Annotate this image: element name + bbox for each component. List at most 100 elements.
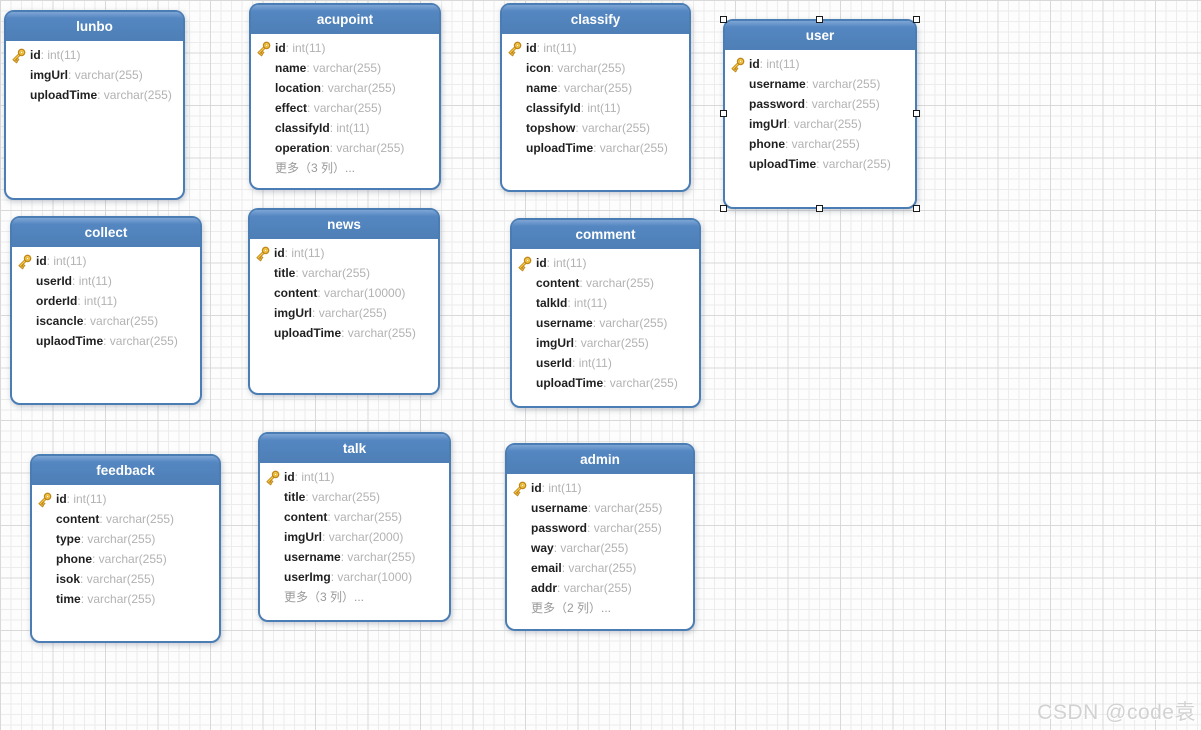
table-field-row[interactable]: uploadTimevarchar(255) — [536, 373, 693, 393]
table-field-row[interactable]: idint(11) — [518, 253, 693, 273]
table-header[interactable]: collect — [12, 218, 200, 247]
field-type: varchar(255) — [588, 501, 663, 515]
table-field-row[interactable]: typevarchar(255) — [56, 529, 213, 549]
table-field-row[interactable]: idint(11) — [508, 38, 683, 58]
table-field-row[interactable]: uploadTimevarchar(255) — [274, 323, 432, 343]
field-name: type — [56, 532, 81, 546]
field-type: varchar(255) — [816, 157, 891, 171]
table-field-row[interactable]: imgUrlvarchar(255) — [274, 303, 432, 323]
table-header[interactable]: admin — [507, 445, 693, 474]
table-field-row[interactable]: idint(11) — [18, 251, 194, 271]
table-field-row[interactable]: contentvarchar(10000) — [274, 283, 432, 303]
table-field-row[interactable]: operationvarchar(255) — [275, 138, 433, 158]
table-field-row[interactable]: classifyIdint(11) — [526, 98, 683, 118]
table-field-row[interactable]: phonevarchar(255) — [56, 549, 213, 569]
table-collect[interactable]: collect idint(11) userIdint(11) orderIdi… — [10, 216, 202, 405]
table-field-row[interactable]: namevarchar(255) — [275, 58, 433, 78]
field-name: userId — [536, 356, 573, 370]
table-field-row[interactable]: contentvarchar(255) — [536, 273, 693, 293]
table-field-row[interactable]: emailvarchar(255) — [531, 558, 687, 578]
table-admin[interactable]: admin idint(11) usernamevarchar(255) pas… — [505, 443, 695, 631]
table-header[interactable]: classify — [502, 5, 689, 34]
table-field-row[interactable]: idint(11) — [256, 243, 432, 263]
table-header[interactable]: news — [250, 210, 438, 239]
table-field-row[interactable]: imgUrlvarchar(255) — [749, 114, 909, 134]
table-field-row[interactable]: idint(11) — [257, 38, 433, 58]
field-type: int(11) — [67, 492, 107, 506]
table-field-row[interactable]: isokvarchar(255) — [56, 569, 213, 589]
table-field-row[interactable]: topshowvarchar(255) — [526, 118, 683, 138]
table-field-row[interactable]: usernamevarchar(255) — [749, 74, 909, 94]
table-field-row[interactable]: passwordvarchar(255) — [531, 518, 687, 538]
table-field-row[interactable]: userIdint(11) — [36, 271, 194, 291]
table-header[interactable]: comment — [512, 220, 699, 249]
field-name: effect — [275, 101, 308, 115]
table-field-row[interactable]: uplaodTimevarchar(255) — [36, 331, 194, 351]
table-feedback[interactable]: feedback idint(11) contentvarchar(255) t… — [30, 454, 221, 643]
table-header[interactable]: feedback — [32, 456, 219, 485]
table-field-row[interactable]: uploadTimevarchar(255) — [526, 138, 683, 158]
table-header[interactable]: user — [725, 21, 915, 50]
table-field-row[interactable]: idint(11) — [12, 45, 177, 65]
table-comment[interactable]: comment idint(11) contentvarchar(255) ta… — [510, 218, 701, 408]
table-field-row[interactable]: imgUrlvarchar(255) — [536, 333, 693, 353]
selection-handle-nw[interactable] — [720, 16, 727, 23]
selection-handle-ne[interactable] — [913, 16, 920, 23]
table-field-row[interactable]: userImgvarchar(1000) — [284, 567, 443, 587]
table-field-row[interactable]: usernamevarchar(255) — [536, 313, 693, 333]
table-header[interactable]: talk — [260, 434, 449, 463]
selection-handle-w[interactable] — [720, 110, 727, 117]
table-field-row[interactable]: uploadTimevarchar(255) — [749, 154, 909, 174]
primary-key-icon — [254, 245, 271, 262]
table-field-row[interactable]: idint(11) — [266, 467, 443, 487]
table-field-row[interactable]: titlevarchar(255) — [284, 487, 443, 507]
table-user[interactable]: user idint(11) usernamevarchar(255) pass… — [720, 16, 920, 212]
table-header[interactable]: acupoint — [251, 5, 439, 34]
table-field-row[interactable]: idint(11) — [38, 489, 213, 509]
table-classify[interactable]: classify idint(11) iconvarchar(255) name… — [500, 3, 691, 192]
table-field-row[interactable]: timevarchar(255) — [56, 589, 213, 609]
table-field-row[interactable]: passwordvarchar(255) — [749, 94, 909, 114]
field-type: varchar(255) — [551, 61, 626, 75]
table-field-row[interactable]: iconvarchar(255) — [526, 58, 683, 78]
table-field-row[interactable]: idint(11) — [513, 478, 687, 498]
selection-handle-se[interactable] — [913, 205, 920, 212]
table-field-row[interactable]: contentvarchar(255) — [56, 509, 213, 529]
table-field-row[interactable]: namevarchar(255) — [526, 78, 683, 98]
table-field-row[interactable]: iscanclevarchar(255) — [36, 311, 194, 331]
selection-handle-sw[interactable] — [720, 205, 727, 212]
table-news[interactable]: news idint(11) titlevarchar(255) content… — [248, 208, 440, 395]
table-field-row[interactable]: contentvarchar(255) — [284, 507, 443, 527]
selection-handle-n[interactable] — [816, 16, 823, 23]
table-field-row[interactable]: wayvarchar(255) — [531, 538, 687, 558]
selection-handle-e[interactable] — [913, 110, 920, 117]
table-field-row[interactable]: idint(11) — [731, 54, 909, 74]
table-field-row[interactable]: addrvarchar(255) — [531, 578, 687, 598]
table-field-row[interactable]: usernamevarchar(255) — [284, 547, 443, 567]
table-field-row[interactable]: usernamevarchar(255) — [531, 498, 687, 518]
more-columns-row[interactable]: 更多（2 列）... — [531, 598, 687, 618]
field-name: imgUrl — [274, 306, 313, 320]
table-field-row[interactable]: phonevarchar(255) — [749, 134, 909, 154]
table-field-row[interactable]: classifyIdint(11) — [275, 118, 433, 138]
table-field-row[interactable]: imgUrlvarchar(255) — [30, 65, 177, 85]
table-header[interactable]: lunbo — [6, 12, 183, 41]
table-body: idint(11) usernamevarchar(255) passwordv… — [507, 474, 693, 624]
table-field-row[interactable]: orderIdint(11) — [36, 291, 194, 311]
table-field-row[interactable]: locationvarchar(255) — [275, 78, 433, 98]
table-field-row[interactable]: imgUrlvarchar(2000) — [284, 527, 443, 547]
field-type: varchar(255) — [97, 88, 172, 102]
field-type: varchar(255) — [81, 592, 156, 606]
table-field-row[interactable]: talkIdint(11) — [536, 293, 693, 313]
table-lunbo[interactable]: lunbo idint(11) imgUrlvarchar(255) uploa… — [4, 10, 185, 200]
selection-handle-s[interactable] — [816, 205, 823, 212]
more-columns-row[interactable]: 更多（3 列）... — [275, 158, 433, 178]
more-columns-row[interactable]: 更多（3 列）... — [284, 587, 443, 607]
table-field-row[interactable]: uploadTimevarchar(255) — [30, 85, 177, 105]
table-acupoint[interactable]: acupoint idint(11) namevarchar(255) loca… — [249, 3, 441, 190]
table-field-row[interactable]: effectvarchar(255) — [275, 98, 433, 118]
table-field-row[interactable]: titlevarchar(255) — [274, 263, 432, 283]
table-field-row[interactable]: userIdint(11) — [536, 353, 693, 373]
table-talk[interactable]: talk idint(11) titlevarchar(255) content… — [258, 432, 451, 622]
